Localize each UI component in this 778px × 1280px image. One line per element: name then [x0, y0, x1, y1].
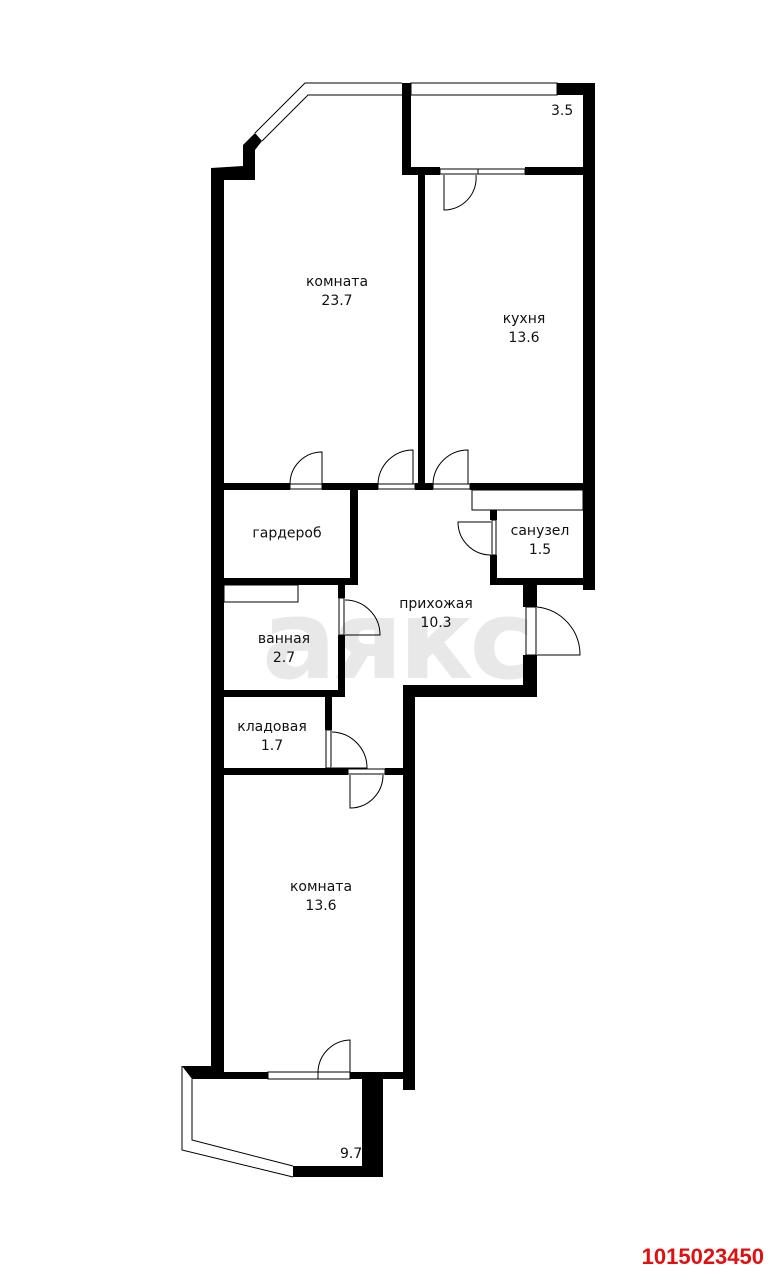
room-area: 10.3: [420, 615, 452, 631]
room-name: прихожая: [399, 596, 473, 612]
room-area: 13.6: [508, 330, 540, 346]
room-name: кухня: [502, 311, 546, 327]
loggia-area: 3.5: [551, 103, 574, 119]
room-label-garderob: гардероб: [252, 525, 321, 544]
room-label-komnata-2: комната 13.6: [290, 878, 352, 916]
room-label-vannaya: ванная 2.7: [258, 630, 310, 668]
walls: [182, 83, 595, 1177]
room-name: гардероб: [252, 525, 322, 542]
room-name: комната: [305, 274, 369, 290]
room-label-komnata-1: комната 23.7: [306, 273, 368, 311]
room-area: 2.7: [272, 650, 296, 666]
room-name: кладовая: [237, 719, 307, 735]
room-name: комната: [289, 879, 353, 895]
room-label-kuhnya: кухня 13.6: [503, 310, 546, 348]
room-area: 23.7: [321, 293, 353, 309]
room-area: 1.5: [528, 542, 552, 558]
room-area: 13.6: [305, 898, 337, 914]
windows-doors: [181, 82, 584, 1178]
room-area: 1.7: [260, 738, 284, 754]
room-label-prihozhaya: прихожая 10.3: [399, 595, 473, 633]
room-name: санузел: [510, 523, 570, 539]
room-name: ванная: [257, 631, 311, 647]
listing-id: 1015023450: [641, 1244, 764, 1269]
balcony-area: 9.7: [340, 1146, 363, 1162]
watermark: аякс: [262, 576, 535, 704]
room-label-kladovaya: кладовая 1.7: [237, 718, 306, 756]
room-label-sanuzel: санузел 1.5: [511, 522, 570, 560]
